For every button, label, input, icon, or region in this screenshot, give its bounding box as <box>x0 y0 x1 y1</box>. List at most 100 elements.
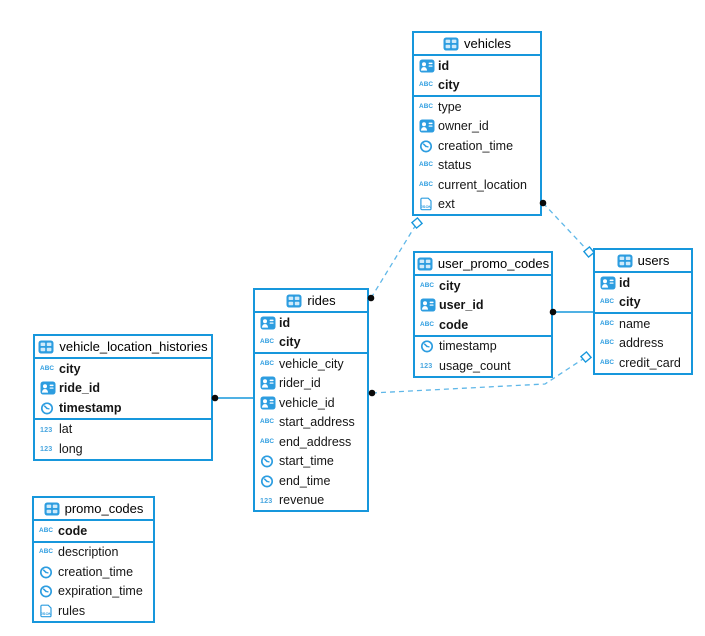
column-label: id <box>279 315 291 330</box>
column-label: usage_count <box>439 358 511 373</box>
svg-text:JSON: JSON <box>421 204 432 209</box>
column-label: name <box>619 316 651 331</box>
column-label: creation_time <box>438 138 514 153</box>
column-row-id[interactable]: id <box>414 56 540 76</box>
relation-vehicle_location_histories-to-rides[interactable] <box>211 394 254 402</box>
column-label: expiration_time <box>58 584 143 599</box>
table-header-users[interactable]: users <box>595 250 691 273</box>
column-label: timestamp <box>59 400 122 415</box>
abc-icon: ABC <box>40 364 55 372</box>
column-label: user_id <box>439 298 484 313</box>
column-row-current_location[interactable]: ABC current_location <box>414 175 540 195</box>
column-label: long <box>59 441 83 456</box>
column-label: end_time <box>279 473 331 488</box>
column-label: vehicle_id <box>279 395 335 410</box>
table-header-vehicles[interactable]: vehicles <box>414 33 540 56</box>
column-row-expiration_time[interactable]: expiration_time <box>34 582 153 602</box>
num-icon: 123 <box>420 361 433 371</box>
table-icon <box>443 37 459 51</box>
column-row-usage_count[interactable]: 123 usage_count <box>415 356 551 376</box>
column-row-name[interactable]: ABC name <box>595 314 691 334</box>
abc-icon: ABC <box>600 358 615 366</box>
column-label: type <box>438 99 462 114</box>
column-label: address <box>619 336 664 351</box>
column-row-creation_time[interactable]: creation_time <box>34 562 153 582</box>
abc-icon: ABC <box>419 180 434 188</box>
abc-icon: ABC <box>260 359 275 367</box>
relation-line[interactable] <box>370 222 418 299</box>
column-label: city <box>59 361 81 376</box>
column-row-id[interactable]: id <box>255 313 367 333</box>
column-row-vehicle_id[interactable]: vehicle_id <box>255 393 367 413</box>
svg-text:JSON: JSON <box>41 611 52 616</box>
column-row-end_time[interactable]: end_time <box>255 471 367 491</box>
relation-vehicles-to-users[interactable] <box>539 199 596 259</box>
column-row-timestamp[interactable]: timestamp <box>415 337 551 357</box>
column-row-credit_card[interactable]: ABC credit_card <box>595 353 691 373</box>
abc-icon: ABC <box>39 548 54 556</box>
column-label: owner_id <box>438 119 489 134</box>
column-row-user_id[interactable]: user_id <box>415 296 551 316</box>
column-label: rules <box>58 603 86 618</box>
clock-icon <box>39 584 58 598</box>
column-row-rider_id[interactable]: rider_id <box>255 374 367 394</box>
column-label: revenue <box>279 493 325 508</box>
clock-icon <box>260 454 279 468</box>
column-label: current_location <box>438 177 527 192</box>
column-row-city[interactable]: ABC city <box>35 359 211 379</box>
table-header-vehicle_location_histories[interactable]: vehicle_location_histories <box>35 336 211 359</box>
abc-icon: ABC <box>600 319 615 327</box>
column-label: timestamp <box>439 339 497 354</box>
column-row-id[interactable]: id <box>595 273 691 293</box>
table-header-rides[interactable]: rides <box>255 290 367 313</box>
abc-icon: ABC <box>260 418 275 426</box>
column-row-type[interactable]: ABC type <box>414 97 540 117</box>
table-name: user_promo_codes <box>437 256 550 271</box>
column-row-rules[interactable]: JSON rules <box>34 601 153 621</box>
column-label: city <box>439 278 461 293</box>
clock-icon <box>260 473 279 488</box>
table-header-user_promo_codes[interactable]: user_promo_codes <box>415 253 551 276</box>
id-icon <box>40 381 59 395</box>
column-row-owner_id[interactable]: owner_id <box>414 117 540 137</box>
column-row-start_time[interactable]: start_time <box>255 452 367 472</box>
column-row-timestamp[interactable]: timestamp <box>35 398 211 418</box>
clock-icon <box>420 339 439 353</box>
table-header-promo_codes[interactable]: promo_codes <box>34 498 153 521</box>
relation-line[interactable] <box>542 202 590 253</box>
column-row-creation_time[interactable]: creation_time <box>414 136 540 156</box>
json-icon: JSON <box>419 197 438 211</box>
relation-user_promo_codes-to-users[interactable] <box>549 308 594 316</box>
abc-icon: ABC <box>419 102 434 110</box>
column-row-ride_id[interactable]: ride_id <box>35 379 211 399</box>
column-label: credit_card <box>619 355 681 370</box>
